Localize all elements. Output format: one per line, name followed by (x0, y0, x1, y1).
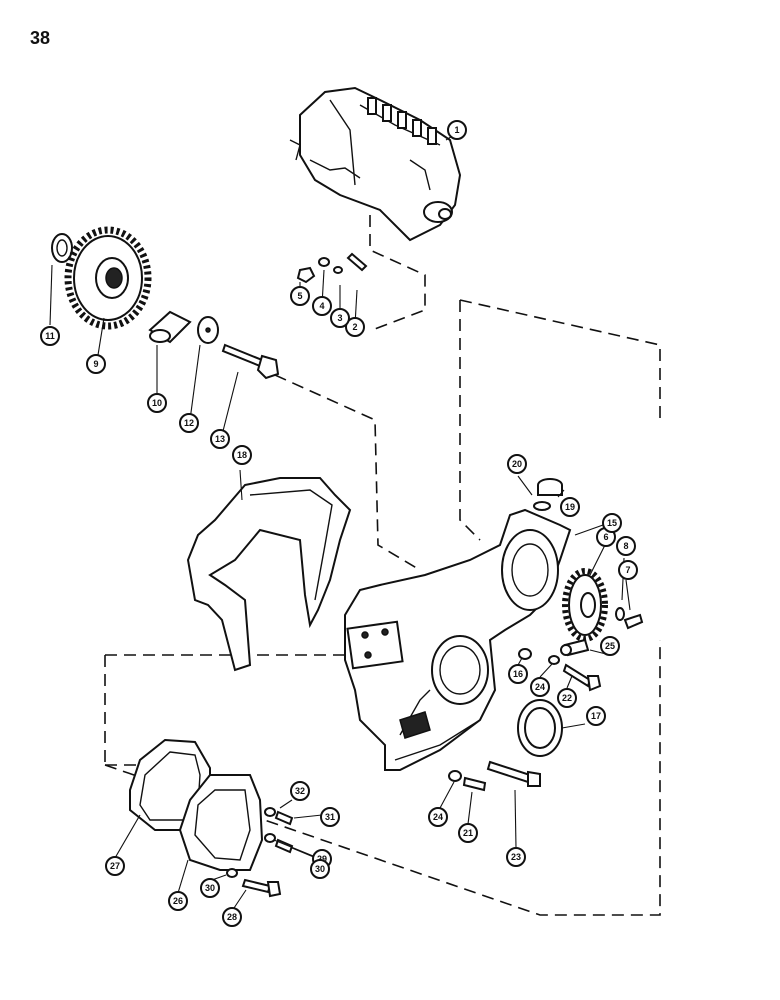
callout-32-label: 32 (295, 786, 305, 796)
callout-26: 26 (168, 891, 188, 911)
callout-30-right-label: 30 (315, 864, 325, 874)
callout-13: 13 (210, 429, 230, 449)
callout-29-label: 29 (317, 854, 327, 864)
callout-7: 7 (618, 560, 638, 580)
timing-gear-housing (344, 508, 572, 771)
callout-16: 16 (508, 664, 528, 684)
callout-19: 19 (560, 497, 580, 517)
callout-16-label: 16 (513, 669, 523, 679)
callout-21-label: 21 (463, 828, 473, 838)
callout-28-label: 28 (227, 912, 237, 922)
long-bolt (486, 760, 532, 784)
callout-7-label: 7 (625, 565, 630, 575)
callout-11-label: 11 (45, 331, 55, 341)
pump-drive-gear (562, 568, 608, 642)
timing-cover-gasket (186, 477, 352, 672)
callout-32: 32 (290, 781, 310, 801)
callout-26-label: 26 (173, 896, 183, 906)
plug-washer (533, 501, 551, 511)
callout-30-right: 30 (310, 859, 330, 879)
callout-30-left-label: 30 (205, 883, 215, 893)
callout-5-label: 5 (297, 291, 302, 301)
callout-10: 10 (147, 393, 167, 413)
callout-2: 2 (345, 317, 365, 337)
callout-8-label: 8 (623, 541, 628, 551)
callout-15: 15 (602, 513, 622, 533)
callout-4: 4 (312, 296, 332, 316)
front-oil-seal (517, 699, 563, 757)
callout-9-label: 9 (93, 359, 98, 369)
callout-12-label: 12 (184, 418, 194, 428)
callout-23: 23 (506, 847, 526, 867)
callout-13-label: 13 (215, 434, 225, 444)
plug (560, 644, 572, 656)
callout-31-label: 31 (325, 812, 335, 822)
callout-11: 11 (40, 326, 60, 346)
callout-31: 31 (320, 807, 340, 827)
callout-24-lower-label: 24 (433, 812, 443, 822)
cover-bolt (562, 663, 592, 688)
callout-12: 12 (179, 413, 199, 433)
callout-23-label: 23 (511, 852, 521, 862)
callout-25-label: 25 (605, 641, 615, 651)
idler-gear (64, 226, 152, 330)
callout-22: 22 (557, 688, 577, 708)
injection-pump (289, 86, 462, 242)
callout-3-label: 3 (337, 313, 342, 323)
callout-18: 18 (232, 445, 252, 465)
callout-28: 28 (222, 907, 242, 927)
callout-3: 3 (330, 308, 350, 328)
callout-6-label: 6 (603, 532, 608, 542)
bushing (148, 310, 192, 344)
callout-10-label: 10 (152, 398, 162, 408)
callout-1-label: 1 (454, 125, 459, 135)
callout-27: 27 (105, 856, 125, 876)
callout-5: 5 (290, 286, 310, 306)
callout-9: 9 (86, 354, 106, 374)
callout-17: 17 (586, 706, 606, 726)
callout-4-label: 4 (319, 301, 324, 311)
callout-18-label: 18 (237, 450, 247, 460)
callout-15-label: 15 (607, 518, 617, 528)
callout-24-upper: 24 (530, 677, 550, 697)
callout-22-label: 22 (562, 693, 572, 703)
callout-19-label: 19 (565, 502, 575, 512)
callout-17-label: 17 (591, 711, 601, 721)
page-number: 38 (30, 28, 51, 48)
stud-hardware (296, 252, 368, 284)
callout-20-label: 20 (512, 459, 522, 469)
callout-24-upper-label: 24 (535, 682, 545, 692)
callout-8: 8 (616, 536, 636, 556)
callout-21: 21 (458, 823, 478, 843)
callout-24-lower: 24 (428, 807, 448, 827)
dowel-pin (518, 648, 532, 660)
leader-lines (49, 134, 631, 909)
gear-bolt (623, 613, 644, 630)
thrust-washer (51, 233, 73, 263)
gear-washer (615, 607, 625, 621)
callout-2-label: 2 (352, 322, 357, 332)
callout-20: 20 (507, 454, 527, 474)
callout-1: 1 (447, 120, 467, 140)
callout-30-left: 30 (200, 878, 220, 898)
callout-27-label: 27 (110, 861, 120, 871)
callout-25: 25 (600, 636, 620, 656)
idler-bolt (221, 343, 280, 380)
